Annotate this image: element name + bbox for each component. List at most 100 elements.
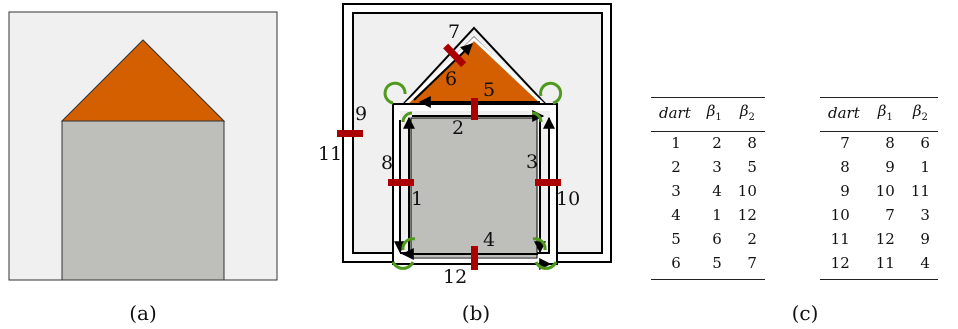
angle-arc-wall-bottom-right [532, 237, 547, 251]
angle-arc-wall-top-right [531, 111, 543, 123]
col-header-dart: dart [820, 97, 868, 132]
beta-symbol: β [912, 102, 922, 120]
col-header-beta2: β2 [902, 97, 938, 132]
dart-label-12: 12 [443, 266, 467, 288]
angle-arc-roof-right [539, 81, 563, 105]
table-row: 5 6 2 [651, 228, 765, 252]
cell-dart: 11 [830, 230, 850, 248]
cell-beta1: 7 [885, 206, 895, 224]
col-header-beta1: β1 [698, 97, 730, 132]
table-row: 2 3 5 [651, 156, 765, 180]
dart-label-1: 1 [411, 188, 423, 210]
col-header-beta1: β1 [867, 97, 903, 132]
cell-dart: 12 [820, 252, 868, 280]
dart-label-4: 4 [483, 229, 495, 251]
cell-dart: 9 [840, 182, 850, 200]
cell-dart: 1 [671, 134, 681, 152]
col-header-dart: dart [651, 97, 699, 132]
cell-dart: 3 [671, 182, 681, 200]
angle-arc-wall-top-left [401, 111, 413, 123]
caption-c: (c) [791, 301, 819, 325]
angle-arc-outer-bottom-right [534, 261, 558, 270]
cut-marker-5-2 [471, 98, 478, 120]
cell-beta2: 8 [747, 134, 757, 152]
table-row: 1 2 8 [651, 132, 765, 157]
caption-a: (a) [129, 301, 157, 325]
cell-beta2: 2 [747, 230, 757, 248]
table-header-row: dart β1 β2 [820, 97, 938, 132]
table-row: 3 4 10 [651, 180, 765, 204]
beta-symbol: β [877, 102, 887, 120]
dart-label-9: 9 [355, 103, 367, 125]
dart-label-6: 6 [445, 68, 457, 90]
cell-dart: 5 [671, 230, 681, 248]
cell-beta2: 4 [902, 252, 938, 280]
cell-beta2: 3 [920, 206, 930, 224]
cell-dart: 8 [840, 158, 850, 176]
beta-subscript: 2 [921, 112, 928, 123]
cell-beta2: 11 [910, 182, 930, 200]
cell-beta1: 11 [867, 252, 903, 280]
cut-marker-8-1 [388, 179, 414, 186]
dart-label-3: 3 [526, 151, 538, 173]
roof-outer-outline [396, 26, 553, 112]
table-header-row: dart β1 β2 [651, 97, 765, 132]
dart-label-7: 7 [448, 21, 460, 43]
cell-beta1: 2 [712, 134, 722, 152]
dart-label-5: 5 [483, 79, 495, 101]
beta-subscript: 2 [748, 112, 755, 123]
cell-beta2: 12 [737, 206, 757, 224]
cell-beta1: 6 [712, 230, 722, 248]
dart-6-arrow [413, 43, 473, 101]
cell-dart: 7 [840, 134, 850, 152]
cell-beta2: 7 [729, 252, 765, 280]
angle-arc-roof-left [383, 81, 407, 105]
cell-beta1: 4 [712, 182, 722, 200]
dart-label-10: 10 [556, 188, 580, 210]
angle-arc-outer-bottom-left [391, 261, 415, 270]
cell-beta1: 12 [875, 230, 895, 248]
cell-dart: 10 [830, 206, 850, 224]
beta-subscript: 1 [886, 112, 893, 123]
dart-label-2: 2 [452, 117, 464, 139]
cell-beta1: 5 [698, 252, 730, 280]
table-row: 9 10 11 [820, 180, 938, 204]
table-row: 10 7 3 [820, 204, 938, 228]
cell-dart: 2 [671, 158, 681, 176]
wall-face [411, 118, 537, 258]
col-header-beta2: β2 [729, 97, 765, 132]
dart-label-8: 8 [381, 152, 393, 174]
caption-b: (b) [461, 301, 491, 325]
cell-beta2: 5 [747, 158, 757, 176]
roof-inner-outline [404, 36, 545, 106]
cell-beta1: 8 [885, 134, 895, 152]
panel-a [8, 11, 278, 281]
beta-subscript: 1 [715, 112, 722, 123]
angle-arc-wall-bottom-left [401, 237, 416, 251]
cell-beta1: 3 [712, 158, 722, 176]
panel-a-wall [61, 120, 225, 281]
cell-beta1: 1 [712, 206, 722, 224]
cell-beta2: 10 [737, 182, 757, 200]
cut-marker-4-12 [471, 246, 478, 270]
cell-dart: 4 [671, 206, 681, 224]
cut-marker-7-6 [443, 43, 467, 68]
dart-labels: 1 2 3 4 5 6 7 8 9 10 11 12 [318, 21, 580, 288]
cut-marker-3-10 [535, 179, 561, 186]
beta-symbol: β [706, 102, 716, 120]
cell-beta1: 10 [875, 182, 895, 200]
cell-beta1: 9 [885, 158, 895, 176]
cut-marker-9-11 [337, 130, 363, 137]
cell-dart: 6 [651, 252, 699, 280]
panel-b: 1 2 3 4 5 6 7 8 9 10 11 12 [318, 3, 612, 288]
beta-symbol: β [739, 102, 749, 120]
cut-markers [337, 43, 561, 270]
